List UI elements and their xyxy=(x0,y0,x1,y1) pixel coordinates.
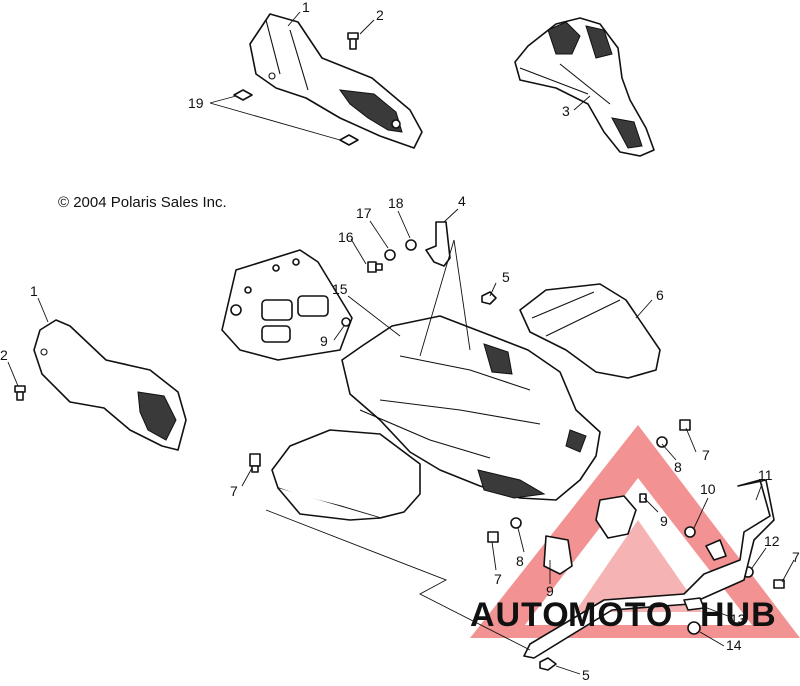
callout-9-center: 9 xyxy=(546,583,554,599)
callout-7-right-top: 7 xyxy=(702,447,710,463)
front-body xyxy=(271,315,601,521)
callout-10: 10 xyxy=(700,481,716,497)
callout-7-center: 7 xyxy=(494,571,502,587)
side-panel-top xyxy=(249,13,423,149)
callout-7-far-right: 7 xyxy=(792,549,800,565)
callout-1-left: 1 xyxy=(30,283,38,299)
callout-5-top: 5 xyxy=(502,269,510,285)
callout-19: 19 xyxy=(188,95,204,111)
pad-13 xyxy=(683,597,705,611)
callout-2-left: 2 xyxy=(0,347,8,363)
washer-17 xyxy=(384,249,396,261)
pad-19a xyxy=(233,89,253,101)
callout-18: 18 xyxy=(388,195,404,211)
watermark-text: AUTO MOTO HUB xyxy=(470,596,777,634)
side-panel-left xyxy=(33,319,187,451)
callout-8-center: 8 xyxy=(516,553,524,569)
callout-4: 4 xyxy=(458,193,466,209)
callout-5-bottom: 5 xyxy=(582,667,590,681)
bracket-4 xyxy=(425,221,451,267)
bolt-16 xyxy=(367,261,383,273)
washer-14 xyxy=(687,621,701,635)
callout-2-top: 2 xyxy=(376,7,384,23)
watermark-auto: AUTO xyxy=(470,596,570,634)
callout-1-top: 1 xyxy=(302,0,310,15)
pad-19b xyxy=(339,134,359,146)
callout-13: 13 xyxy=(730,611,746,627)
watermark-moto: MOTO xyxy=(568,596,673,634)
mount-bracket xyxy=(487,419,785,589)
callout-9-right: 9 xyxy=(660,513,668,529)
callout-16: 16 xyxy=(338,229,354,245)
callout-15: 15 xyxy=(332,281,348,297)
callout-12: 12 xyxy=(764,533,780,549)
callout-9-left: 9 xyxy=(320,333,328,349)
callout-11: 11 xyxy=(758,467,773,483)
copyright-notice: © 2004 Polaris Sales Inc. xyxy=(58,194,227,211)
bolt-7-left xyxy=(249,453,261,473)
callout-6: 6 xyxy=(656,287,664,303)
watermark-hub: HUB xyxy=(700,596,777,634)
nut-5-bottom xyxy=(539,657,557,671)
front-cover xyxy=(514,17,655,157)
dash-plate xyxy=(221,249,353,361)
callout-3: 3 xyxy=(562,103,570,119)
callout-7-left: 7 xyxy=(230,483,238,499)
washer-18 xyxy=(405,239,417,251)
nut-5-top xyxy=(481,291,497,305)
callout-17: 17 xyxy=(356,205,372,221)
callout-14: 14 xyxy=(726,637,742,653)
bolt-left xyxy=(14,385,26,401)
leader-lines xyxy=(7,11,795,675)
rear-fender xyxy=(519,283,661,379)
callout-8-right: 8 xyxy=(674,459,682,475)
support-bar xyxy=(523,479,775,659)
bolt-top xyxy=(347,32,359,50)
